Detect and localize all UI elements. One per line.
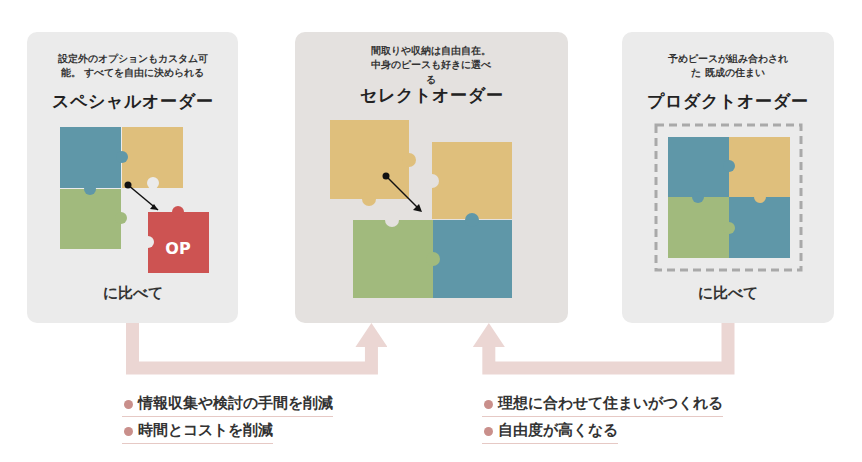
- flow-arrow: [489, 323, 728, 368]
- benefit-item: 情報収集や検討の手間を削減: [122, 394, 333, 417]
- flow-arrow: [133, 323, 372, 368]
- comparison-note: に比べて: [698, 284, 758, 303]
- panel-title: プロダクトオーダー: [647, 90, 809, 113]
- panel-description: 間取りや収納は自由自在。 中身のピースも好きに選べる: [369, 44, 494, 87]
- option-panel: 間取りや収納は自由自在。 中身のピースも好きに選べるセレクトオーダー: [295, 32, 568, 323]
- comparison-note: に比べて: [103, 284, 163, 303]
- option-panel: 予めピースが組み合わされた 既成の住まいプロダクトオーダーに比べて: [622, 32, 834, 323]
- panel-title: スペシャルオーダー: [52, 90, 214, 113]
- option-panel: 設定外のオプションもカスタム可能。 すべてを自由に決められるスペシャルオーダーに…: [27, 32, 238, 323]
- benefit-item: 時間とコストを削減: [122, 421, 273, 444]
- option-piece-label: OP: [165, 239, 190, 258]
- benefit-item: 理想に合わせて住まいがつくれる: [482, 394, 723, 417]
- benefit-item: 自由度が高くなる: [482, 421, 618, 444]
- panel-description: 設定外のオプションもカスタム可能。 すべてを自由に決められる: [49, 52, 216, 81]
- panel-title: セレクトオーダー: [360, 84, 504, 107]
- panel-description: 予めピースが組み合わされた 既成の住まい: [663, 52, 792, 81]
